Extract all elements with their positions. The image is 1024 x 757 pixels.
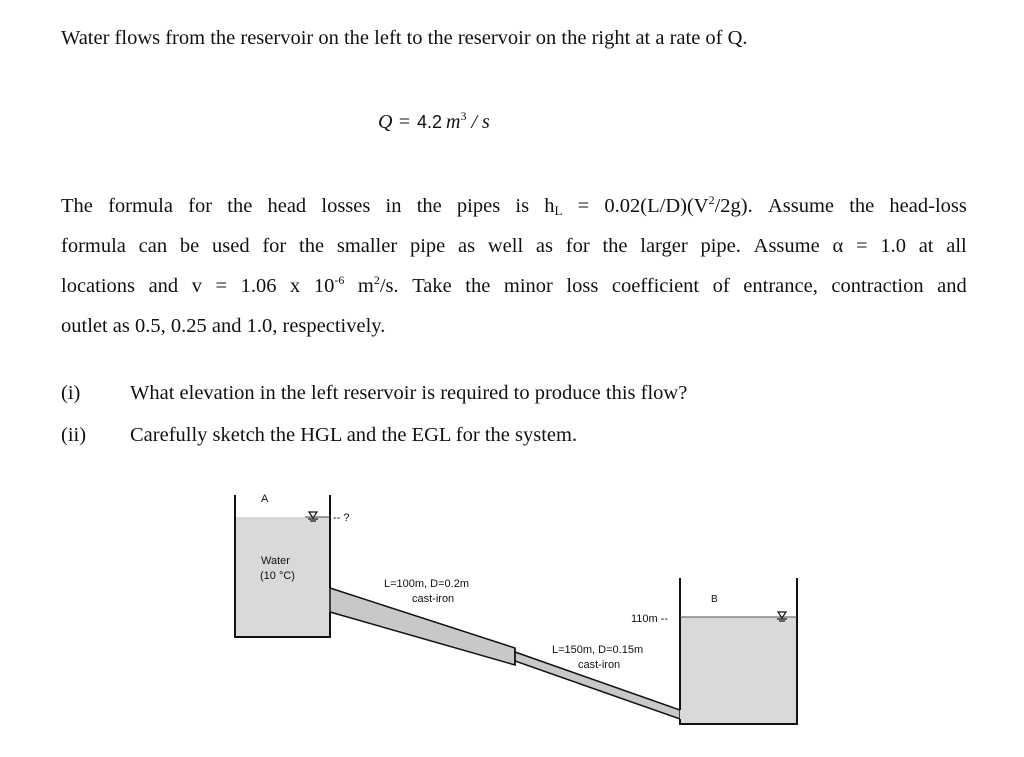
word: used — [212, 235, 250, 257]
word: minor — [503, 275, 553, 297]
viscosity-unit: m2/s. — [357, 273, 399, 297]
word: the — [416, 195, 442, 217]
word: smaller — [336, 235, 398, 257]
flow-unit-exponent: 3 — [460, 109, 467, 123]
word: as — [458, 235, 476, 257]
word: and — [937, 275, 967, 297]
word: x — [290, 275, 301, 297]
word: Assume — [753, 235, 820, 257]
elevation-b-label: 110m -- — [631, 613, 668, 625]
word: is — [515, 195, 530, 217]
word: as — [535, 235, 553, 257]
word: losses — [321, 195, 371, 217]
word: pipe — [409, 235, 446, 257]
word: and — [148, 275, 179, 297]
flow-unit: m — [445, 111, 461, 133]
word: all — [946, 235, 967, 257]
headloss-symbol: hL — [544, 195, 563, 218]
paragraph-line-2: formula can be used for the smaller pipe… — [61, 235, 967, 258]
word: The — [61, 195, 93, 217]
word: Take — [412, 275, 452, 297]
word: the — [299, 235, 325, 257]
word: entrance, — [743, 275, 818, 297]
reservoir-b-water — [680, 617, 797, 724]
paragraph-line-1: The formula for the head losses in the p… — [61, 193, 967, 218]
word: the — [602, 235, 628, 257]
question-2-text: Carefully sketch the HGL and the EGL for… — [130, 424, 578, 446]
word: well — [487, 235, 524, 257]
reservoir-a-water — [235, 517, 330, 637]
word: loss — [566, 275, 599, 297]
word: 1.06 — [240, 275, 277, 297]
word: formula — [108, 195, 173, 217]
word: pipes — [456, 195, 501, 217]
reservoir-a-label: A — [261, 493, 269, 505]
word: head — [267, 195, 307, 217]
word: 1.0 — [880, 235, 906, 257]
word: of — [712, 275, 730, 297]
word: at — [918, 235, 934, 257]
pipe-2-material: cast-iron — [578, 659, 620, 671]
question-1-text: What elevation in the left reservoir is … — [130, 382, 688, 404]
word: head-loss — [889, 195, 967, 217]
word: can — [138, 235, 168, 257]
reservoir-b-label: B — [711, 594, 718, 605]
word: = — [215, 275, 228, 297]
word: formula — [61, 235, 126, 257]
word: Assume — [767, 195, 834, 217]
question-1-number: (i) — [61, 382, 81, 404]
paragraph-line-4: outlet as 0.5, 0.25 and 1.0, respectivel… — [61, 315, 386, 337]
water-surface-b-icon — [776, 611, 788, 622]
pipe-2-label: L=150m, D=0.15m — [552, 644, 643, 656]
word: for — [565, 235, 590, 257]
alpha-symbol: α — [832, 235, 844, 257]
pipe-1-material: cast-iron — [412, 593, 454, 605]
word: the — [227, 195, 253, 217]
fluid-temp-label: (10 °C) — [260, 570, 295, 582]
viscosity-symbol: v — [191, 275, 202, 297]
viscosity-exponent: 10-6 — [313, 273, 345, 297]
word: pipe. — [700, 235, 741, 257]
word: for — [188, 195, 213, 217]
word: coefficient — [611, 275, 700, 297]
reservoir-a-walls — [234, 495, 331, 638]
word: for — [262, 235, 287, 257]
water-surface-a-icon — [305, 511, 330, 522]
word: = — [855, 235, 868, 257]
fluid-label: Water — [261, 555, 290, 567]
pipe-1-label: L=100m, D=0.2m — [384, 578, 469, 590]
word: contraction — [831, 275, 924, 297]
paragraph-line-3: locations and v = 1.06 x 10-6 m2/s. Take… — [61, 273, 967, 298]
word: be — [179, 235, 200, 257]
question-2-number: (ii) — [61, 424, 87, 446]
problem-intro: Water flows from the reservoir on the le… — [61, 27, 748, 49]
word: larger — [640, 235, 688, 257]
flow-symbol: Q = — [378, 111, 411, 133]
headloss-formula: 0.02(L/D)(V2/2g). — [604, 193, 753, 217]
word: = — [577, 195, 590, 217]
reservoir-b-walls — [679, 578, 798, 725]
word: locations — [61, 275, 136, 297]
word: in — [385, 195, 402, 217]
unknown-elevation-label: -- ? — [333, 512, 350, 524]
flow-unit-tail: / s — [471, 111, 490, 133]
word: the — [465, 275, 491, 297]
word: the — [849, 195, 875, 217]
flow-value: 4.2 — [416, 112, 442, 132]
